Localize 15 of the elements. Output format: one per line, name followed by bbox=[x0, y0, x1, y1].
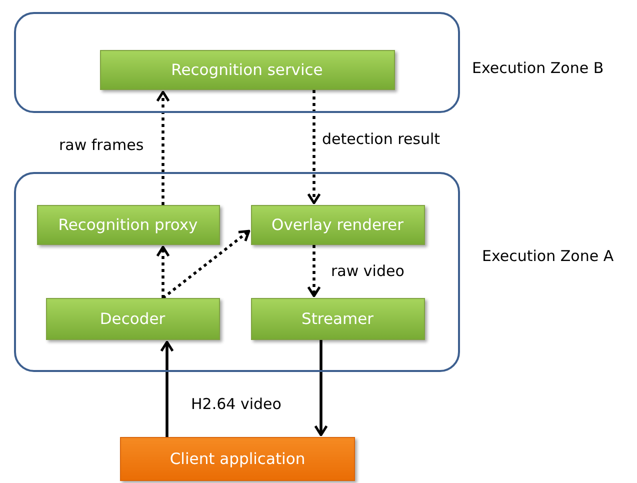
process-box: Recognition service bbox=[100, 50, 394, 90]
arrow bbox=[314, 340, 328, 436]
process-box: Decoder bbox=[46, 298, 220, 340]
process-box: Overlay renderer bbox=[250, 204, 424, 244]
arrow bbox=[162, 230, 250, 300]
process-box: Client application bbox=[120, 437, 355, 481]
arrow bbox=[160, 340, 174, 437]
zone-title: Execution Zone B bbox=[472, 59, 604, 77]
arrow bbox=[307, 90, 321, 204]
process-box: Streamer bbox=[250, 298, 424, 340]
arrow bbox=[156, 246, 170, 298]
process-box: Recognition proxy bbox=[36, 204, 220, 244]
zone-title: Execution Zone A bbox=[482, 247, 614, 265]
arrow bbox=[156, 90, 170, 205]
arrow bbox=[307, 245, 321, 298]
